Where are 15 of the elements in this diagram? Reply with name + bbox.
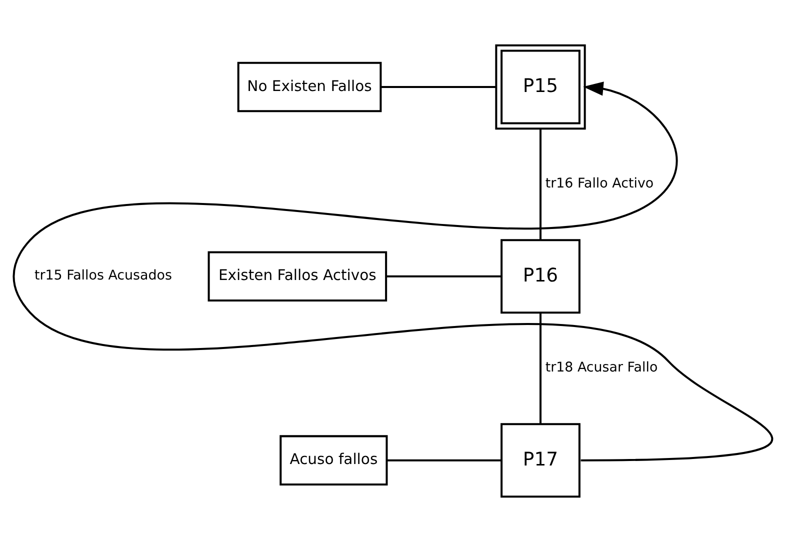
node-box: P16 [500, 238, 580, 314]
node-box: P15 [495, 44, 586, 130]
edge-label: tr16 Fallo Activo [545, 176, 654, 192]
node-box: P17 [500, 422, 580, 498]
connector [387, 458, 502, 461]
edge-label: tr18 Acusar Fallo [545, 360, 658, 376]
node-box: Existen Fallos Activos [208, 250, 388, 302]
connector [540, 312, 542, 424]
edge-label: tr15 Fallos Acusados [34, 268, 172, 284]
arrow [13, 81, 772, 461]
connector [540, 128, 542, 240]
connector [386, 274, 502, 277]
connector [380, 86, 496, 88]
node-box: No Existen Fallos [237, 61, 382, 112]
node-box: Acuso fallos [280, 434, 388, 486]
